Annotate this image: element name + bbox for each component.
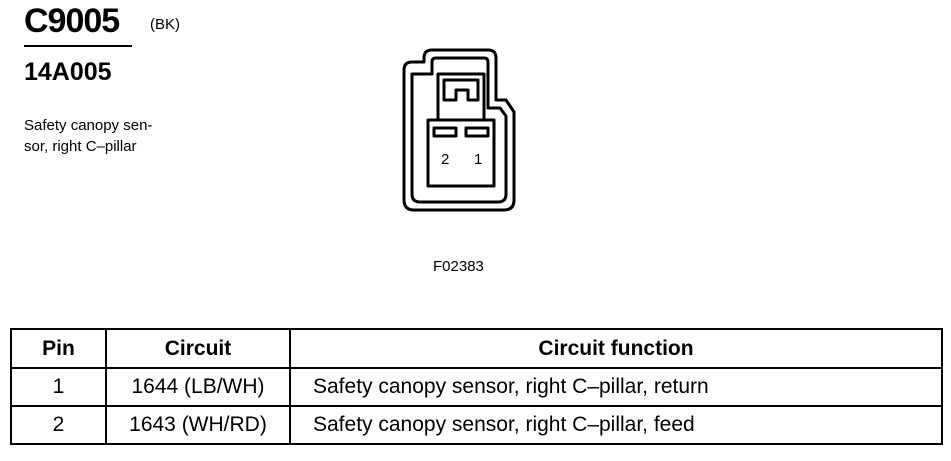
- cell-pin: 1: [10, 367, 107, 407]
- connector-description: Safety canopy sen- sor, right C–pillar: [24, 115, 189, 157]
- terminal-cavity-block: [426, 118, 496, 188]
- table-header-row: Pin Circuit Circuit function: [10, 328, 943, 369]
- pin-2-label: 2: [441, 151, 449, 168]
- pin-1-label: 1: [474, 151, 482, 168]
- pin-1-cavity: [464, 126, 490, 138]
- part-number: 14A005: [24, 58, 112, 86]
- header-pin: Pin: [10, 328, 107, 369]
- latch-tab: [442, 78, 480, 102]
- table-row: 1 1644 (LB/WH) Safety canopy sensor, rig…: [10, 367, 943, 407]
- description-line-2: sor, right C–pillar: [24, 138, 137, 155]
- description-line-1: Safety canopy sen-: [24, 117, 153, 134]
- connector-face-diagram: 2 1: [402, 48, 516, 212]
- cell-circuit-function: Safety canopy sensor, right C–pillar, re…: [289, 367, 943, 407]
- cell-pin: 2: [10, 405, 107, 445]
- cell-circuit: 1644 (LB/WH): [105, 367, 291, 407]
- table-row: 2 1643 (WH/RD) Safety canopy sensor, rig…: [10, 405, 943, 445]
- pin-table: Pin Circuit Circuit function 1 1644 (LB/…: [10, 328, 943, 445]
- header-circuit: Circuit: [105, 328, 291, 369]
- pin-2-cavity: [432, 126, 458, 138]
- header-circuit-function: Circuit function: [289, 328, 943, 369]
- connector-inner-shell: [410, 56, 508, 204]
- cell-circuit-function: Safety canopy sensor, right C–pillar, fe…: [289, 405, 943, 445]
- title-rule: [24, 45, 132, 47]
- color-code: (BK): [150, 16, 180, 33]
- cell-circuit: 1643 (WH/RD): [105, 405, 291, 445]
- figure-id: F02383: [433, 258, 484, 275]
- connector-id: C9005: [24, 2, 120, 40]
- connector-outer-shell: [402, 48, 516, 212]
